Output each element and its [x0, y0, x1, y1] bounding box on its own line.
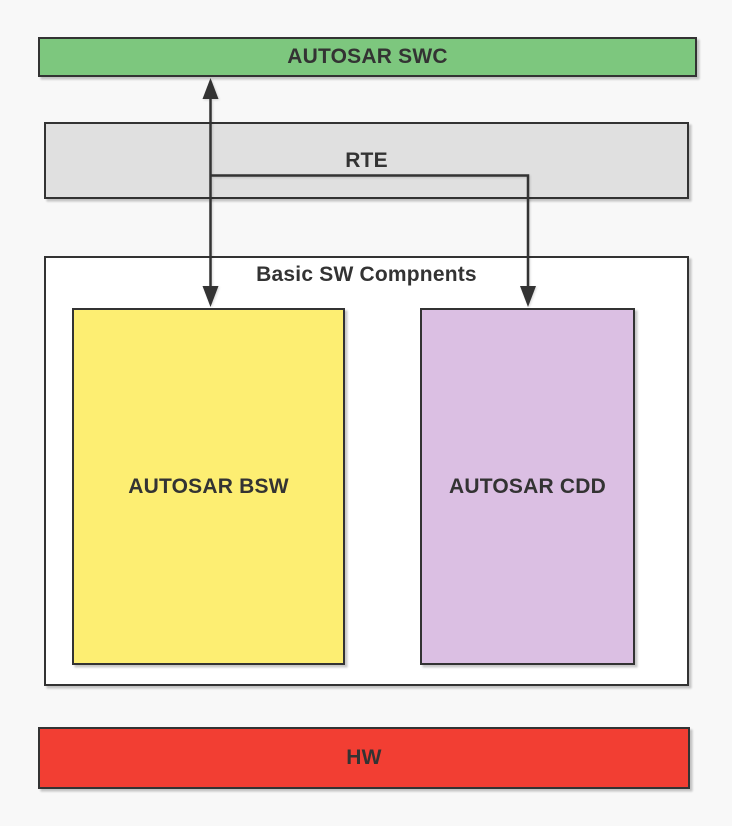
- autosar-bsw-label: AUTOSAR BSW: [128, 474, 289, 498]
- autosar-cdd-label: AUTOSAR CDD: [449, 474, 606, 498]
- hw-label: HW: [346, 746, 382, 769]
- rte-box: RTE: [44, 122, 689, 199]
- autosar-cdd-box: AUTOSAR CDD: [420, 308, 635, 665]
- rte-label: RTE: [345, 148, 388, 172]
- autosar-swc-label: AUTOSAR SWC: [287, 45, 448, 68]
- basic-sw-components-label: Basic SW Compnents: [256, 263, 477, 286]
- autosar-bsw-box: AUTOSAR BSW: [72, 308, 345, 665]
- autosar-swc-box: AUTOSAR SWC: [38, 37, 697, 77]
- arrowhead-up-icon: [202, 78, 219, 99]
- hw-box: HW: [38, 727, 690, 789]
